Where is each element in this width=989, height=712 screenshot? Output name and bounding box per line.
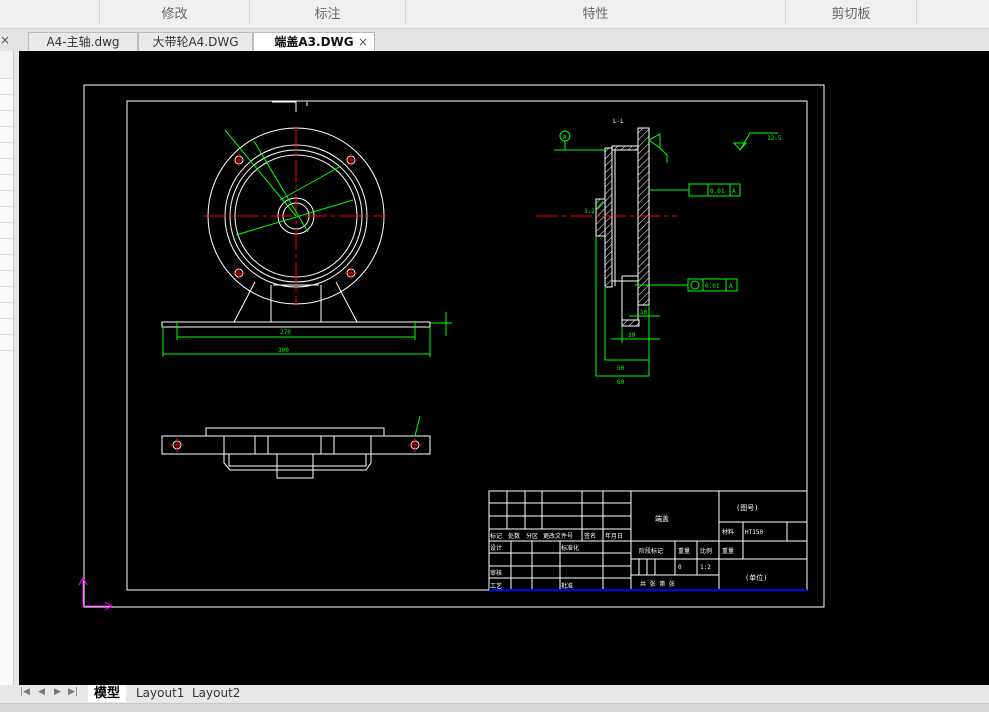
ribbon-group-annotate[interactable]: 标注 (250, 0, 406, 25)
panel-row[interactable] (0, 271, 13, 287)
ribbon-group-clipboard[interactable]: 剪切板 (786, 0, 917, 25)
panel-row[interactable] (0, 111, 13, 127)
panel-row[interactable] (0, 287, 13, 303)
dim-300: 300 (278, 347, 289, 354)
dim-10: 10 (640, 309, 648, 316)
tab-a4-main-shaft[interactable]: A4-主轴.dwg (28, 32, 138, 51)
next-layout-button[interactable]: ▶ (54, 687, 61, 697)
tb-material-label: 材料 (722, 528, 734, 536)
panel-row[interactable] (0, 319, 13, 335)
tb-unit: (单位) (745, 573, 767, 582)
tab-layout2[interactable]: Layout2 (192, 686, 241, 700)
last-layout-button[interactable]: ▶| (68, 687, 78, 697)
tb-process: 工艺 (490, 582, 502, 590)
dim-270: 270 (280, 329, 291, 336)
tb-sheets: 共 张 第 张 (640, 580, 675, 588)
datum-circle (559, 130, 571, 142)
cad-drawing: 270 300 L-L A 0.01 A 0.01 A 12.5 3.2 10 … (78, 84, 825, 611)
panel-row[interactable] (0, 95, 13, 111)
tab-big-pulley[interactable]: 大带轮A4.DWG (138, 32, 253, 51)
tb-stage: 阶段标记 (639, 547, 663, 555)
ribbon-group-properties[interactable]: 特性 (406, 0, 786, 25)
first-layout-button[interactable]: |◀ (20, 687, 30, 697)
panel-row[interactable] (0, 303, 13, 319)
tb-weight-value: 0 (678, 564, 682, 571)
tb-label-date: 年月日 (605, 532, 623, 540)
dim-50: 50 (617, 365, 625, 372)
tb-standard: 标准化 (561, 544, 579, 552)
panel-row[interactable] (0, 335, 13, 351)
layout-tabbar: |◀ ◀ ▶ ▶| 模型 Layout1 Layout2 (0, 685, 989, 703)
panel-row[interactable] (0, 175, 13, 191)
close-panel-icon[interactable]: × (0, 33, 11, 47)
tolerance-1-datum: A (732, 188, 736, 195)
tb-label-sign: 签名 (584, 532, 596, 540)
title-block (488, 490, 808, 591)
dim-3-2: 3.2 (584, 208, 595, 215)
ribbon-group-blank (0, 0, 100, 25)
panel-row[interactable] (0, 223, 13, 239)
panel-header (0, 51, 13, 79)
tb-label-zone: 分区 (526, 532, 538, 540)
left-panel (0, 51, 14, 685)
outer-border (83, 84, 825, 608)
tab-end-cover[interactable]: 端盖A3.DWG× (253, 32, 375, 51)
panel-row[interactable] (0, 255, 13, 271)
tb-label-count: 处数 (508, 532, 520, 540)
tb-label-change-doc: 更改文件号 (543, 532, 573, 540)
drawing-canvas[interactable]: 270 300 L-L A 0.01 A 0.01 A 12.5 3.2 10 … (19, 51, 989, 685)
prev-layout-button[interactable]: ◀ (38, 687, 45, 697)
tolerance-2-value: 0.01 (705, 283, 720, 290)
tb-scale-label: 比例 (700, 547, 712, 555)
inner-frame (126, 100, 808, 591)
tb-review: 审核 (490, 569, 502, 577)
tb-weight: 重量 (678, 547, 690, 555)
tab-label: 端盖A3.DWG (274, 35, 354, 49)
ribbon-group-modify[interactable]: 修改 (100, 0, 250, 25)
section-view: L-L A 0.01 A 0.01 A 12.5 3.2 10 30 50 60 (536, 118, 782, 386)
tb-drawing-no: (图号) (736, 504, 758, 512)
status-bar (0, 703, 989, 712)
panel-row[interactable] (0, 79, 13, 95)
panel-row[interactable] (0, 159, 13, 175)
tb-weight-label-2: 重量 (722, 547, 734, 555)
front-view: 270 300 (161, 101, 452, 357)
tb-part-name: 端盖 (655, 514, 669, 523)
tb-scale: 1:2 (700, 564, 711, 571)
close-tab-icon[interactable]: × (357, 35, 368, 49)
tab-model[interactable]: 模型 (88, 685, 127, 702)
panel-row[interactable] (0, 191, 13, 207)
roughness-value: 12.5 (767, 135, 782, 142)
panel-row[interactable] (0, 207, 13, 223)
dim-30: 30 (628, 332, 636, 339)
tb-design: 设计 (490, 544, 502, 552)
panel-row[interactable] (0, 127, 13, 143)
ucs-icon (78, 576, 114, 611)
document-tabbar: A4-主轴.dwg 大带轮A4.DWG 端盖A3.DWG× (0, 29, 989, 51)
tb-approve: 批准 (561, 582, 573, 590)
tolerance-2-datum: A (729, 283, 733, 290)
ribbon: 修改 标注 特性 剪切板 (0, 0, 989, 29)
tolerance-1-value: 0.01 (710, 188, 725, 195)
dim-60: 60 (617, 379, 625, 386)
title-block-text: 标记 处数 分区 更改文件号 签名 年月日 设计 标准化 审核 工艺 批准 端盖… (490, 504, 767, 590)
tb-material: HT150 (745, 529, 763, 536)
tb-label-mark: 标记 (490, 532, 502, 540)
datum-marker: A (563, 134, 567, 141)
section-label: L-L (613, 118, 624, 125)
panel-row[interactable] (0, 143, 13, 159)
bottom-view (161, 415, 431, 479)
panel-row[interactable] (0, 239, 13, 255)
tab-layout1[interactable]: Layout1 (136, 686, 185, 700)
